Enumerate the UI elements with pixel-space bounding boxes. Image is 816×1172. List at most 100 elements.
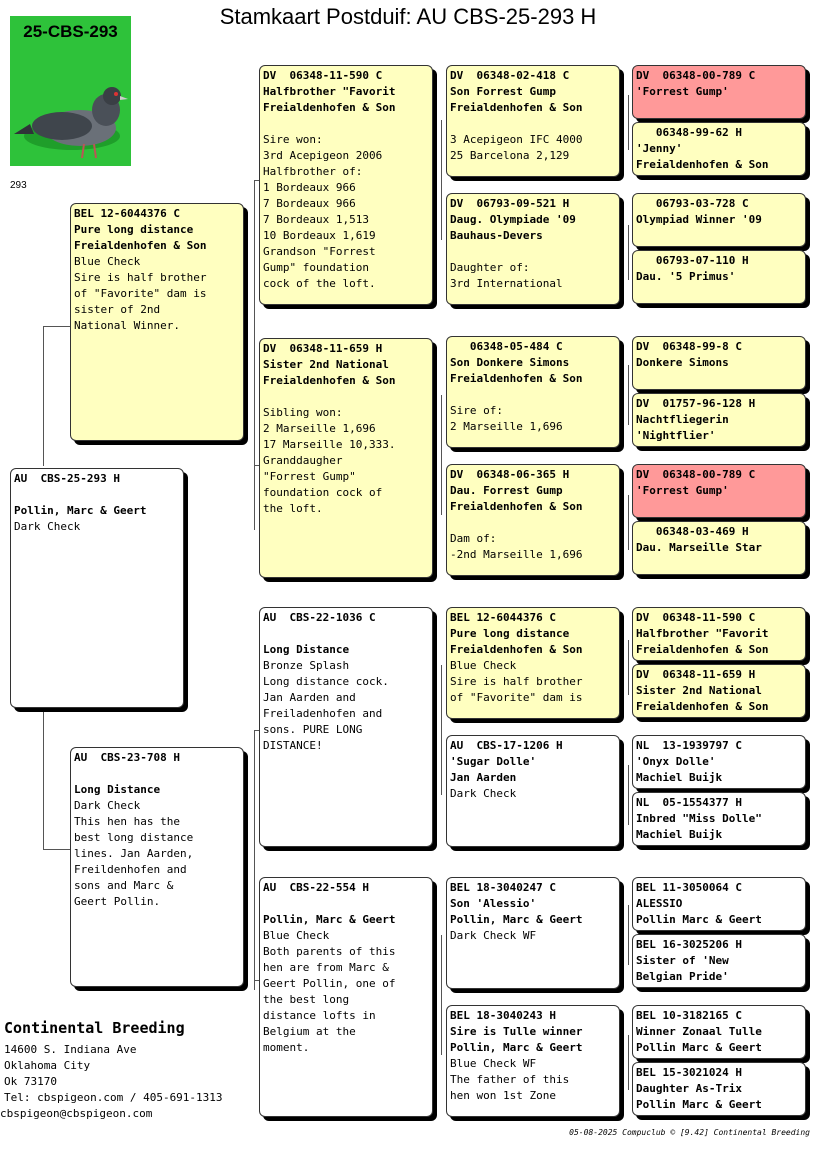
card-line: Daug. Olympiade '09 xyxy=(450,213,576,226)
card-line: Dark Check xyxy=(14,520,81,533)
card-line xyxy=(450,387,616,403)
card-line: Freialdenhofen & Son xyxy=(636,643,769,656)
card-line: best long distance xyxy=(74,831,194,844)
card-line: Sire is half brother xyxy=(450,675,583,688)
address-line-2: Oklahoma City xyxy=(4,1059,91,1072)
card-line: Dam of: xyxy=(450,532,497,545)
card-line: Sire of: xyxy=(450,404,503,417)
card-line xyxy=(263,896,429,912)
address-line-3: Ok 73170 xyxy=(4,1075,57,1088)
ring-short: 293 xyxy=(10,180,27,191)
card-line: Sire is Tulle winner xyxy=(450,1025,583,1038)
card-line: Dau. '5 Primus' xyxy=(636,270,736,283)
card-line: Machiel Buijk xyxy=(636,828,723,841)
card-line: cock of the loft. xyxy=(263,277,376,290)
address-line-1: 14600 S. Indiana Ave xyxy=(4,1043,137,1056)
card-line: NL 05-1554377 H xyxy=(636,796,742,809)
card-line: foundation cock of xyxy=(263,486,383,499)
card-line: DV 06348-06-365 H xyxy=(450,468,570,481)
card-line: AU CBS-23-708 H xyxy=(74,751,180,764)
card-line: Pure long distance xyxy=(450,627,570,640)
card-line: Machiel Buijk xyxy=(636,771,723,784)
card-line: Both parents of this xyxy=(263,945,396,958)
card-line: Freialdenhofen & Son xyxy=(450,101,583,114)
card-line: "Forrest Gump" xyxy=(263,470,356,483)
card-line: of "Favorite" dam is xyxy=(450,691,583,704)
card-line: Freialdenhofen & Son xyxy=(636,158,769,171)
card-line: AU CBS-22-1036 C xyxy=(263,611,376,624)
card-line: BEL 16-3025206 H xyxy=(636,938,742,951)
card-line: This hen has the xyxy=(74,815,180,828)
card-line: DV 01757-96-128 H xyxy=(636,397,756,410)
card-line: Freialdenhofen & Son xyxy=(263,374,396,387)
card-line: Son Donkere Simons xyxy=(450,356,570,369)
card-line: Pollin, Marc & Geert xyxy=(14,504,147,517)
card-line xyxy=(450,116,616,132)
card-line: Nachtfliegerin xyxy=(636,413,729,426)
card-line: 06348-03-469 H xyxy=(636,525,749,538)
card-line: the loft. xyxy=(263,502,323,515)
card-line: BEL 12-6044376 C xyxy=(450,611,556,624)
card-line: DV 06348-00-789 C xyxy=(636,69,756,82)
great-great-grandparent-card[interactable]: DV 06348-00-789 C'Forrest Gump' xyxy=(632,464,806,518)
pigeon-photo: 25-CBS-293 xyxy=(10,16,131,166)
photo-label: 25-CBS-293 xyxy=(23,22,118,41)
great-great-grandparent-card[interactable]: DV 06348-00-789 C'Forrest Gump' xyxy=(632,65,806,119)
pigeon-icon xyxy=(14,87,128,159)
great-great-grandparent-card[interactable]: 06348-99-62 H'Jenny'Freialdenhofen & Son xyxy=(632,122,806,176)
card-line: moment. xyxy=(263,1041,310,1054)
card-line xyxy=(14,487,180,503)
telephone[interactable]: Tel: cbspigeon.com / 405-691-1313 xyxy=(4,1091,223,1104)
card-line: sister of 2nd xyxy=(74,303,161,316)
card-line: -2nd Marseille 1,696 xyxy=(450,548,583,561)
card-line: 'Sugar Dolle' xyxy=(450,755,537,768)
card-line: National Winner. xyxy=(74,319,180,332)
card-line: Olympiad Winner '09 xyxy=(636,213,762,226)
card-line: Long Distance xyxy=(263,643,350,656)
card-line: Halfbrother of: xyxy=(263,165,363,178)
great-great-grandparent-card[interactable]: DV 01757-96-128 H Nachtfliegerin 'Nightfli… xyxy=(632,393,806,447)
card-line: Pure long distance xyxy=(74,223,194,236)
card-line: DV 06348-99-8 C xyxy=(636,340,742,353)
card-line: AU CBS-25-293 H xyxy=(14,472,120,485)
card-line: Blue Check xyxy=(450,659,517,672)
card-line: DV 06348-11-659 H xyxy=(263,342,383,355)
breeder-name: Continental Breeding xyxy=(4,1019,185,1037)
card-line: Freialdenhofen & Son xyxy=(263,101,396,114)
card-line: Dark Check xyxy=(450,787,517,800)
card-line: Winner Zonaal Tulle xyxy=(636,1025,762,1038)
great-great-grandparent-card[interactable]: NL 13-1939797 C'Onyx Dolle'Machiel Buijk xyxy=(632,735,806,789)
email[interactable]: cbspigeon@cbspigeon.com xyxy=(0,1107,153,1120)
card-line: Halfbrother "Favorit xyxy=(636,627,769,640)
card-line: 7 Bordeaux 966 xyxy=(263,197,356,210)
card-line: 'Nightflier' xyxy=(636,429,716,442)
card-line: 'Jenny' xyxy=(636,142,683,155)
card-line: 06348-05-484 C xyxy=(450,340,563,353)
